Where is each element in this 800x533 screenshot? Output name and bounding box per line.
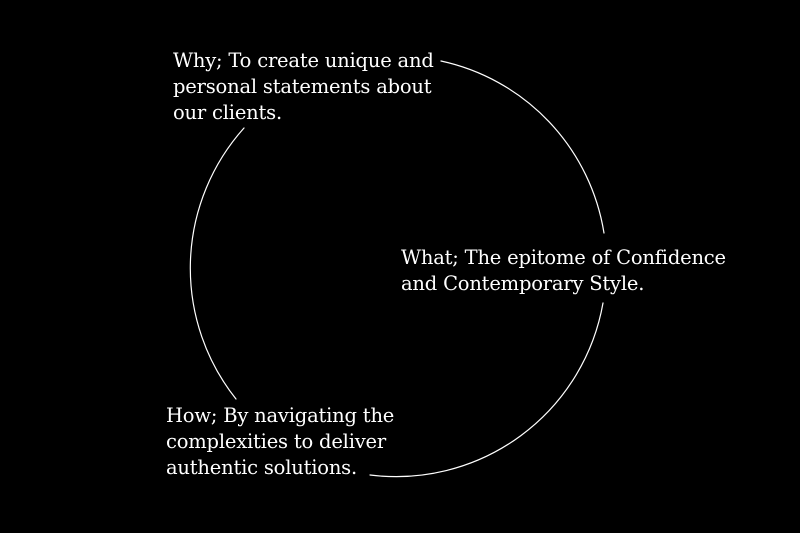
ring-arc-why-to-what bbox=[440, 60, 605, 234]
why-line-1: Why; To create unique and bbox=[173, 49, 434, 72]
how-line-1: How; By navigating the bbox=[166, 404, 395, 427]
what-line-1: What; The epitome of Confidence bbox=[401, 246, 726, 269]
how-statement: How; By navigating the complexities to d… bbox=[166, 403, 394, 481]
why-statement: Why; To create unique and personal state… bbox=[173, 48, 434, 126]
why-line-2: personal statements about bbox=[173, 75, 432, 98]
ring-arc-what-to-how bbox=[369, 302, 604, 478]
how-line-2: complexities to deliver bbox=[166, 430, 387, 453]
what-statement: What; The epitome of Confidence and Cont… bbox=[401, 245, 726, 297]
ring-arc-how-to-why bbox=[189, 127, 245, 400]
what-line-2: and Contemporary Style. bbox=[401, 272, 645, 295]
why-line-3: our clients. bbox=[173, 101, 282, 124]
how-line-3: authentic solutions. bbox=[166, 456, 357, 479]
